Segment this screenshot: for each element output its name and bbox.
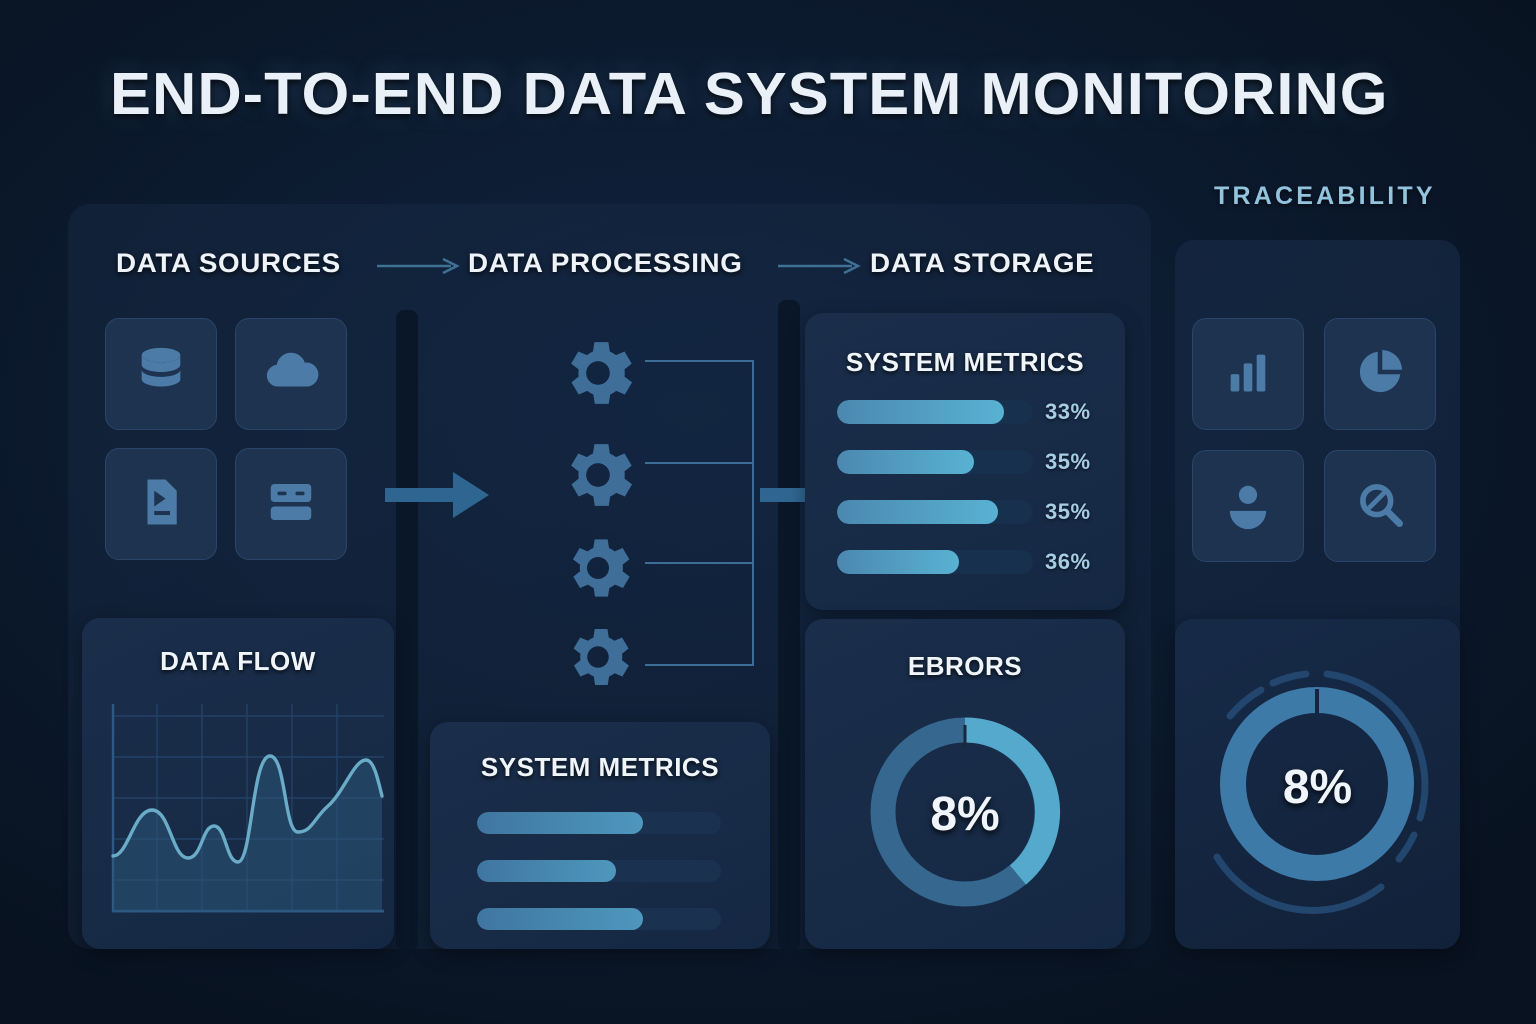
traceability-icon-grid [1192,318,1442,562]
system-metrics-plain-bar-list [477,812,721,956]
pipeline-arrow-into-processing [385,472,489,518]
system-metrics-bar-list: 33% 35% 35% 36% [837,399,1099,599]
system-metrics-card-top: SYSTEM METRICS 33% 35% 35% [805,313,1125,610]
file-document-icon [134,475,188,534]
data-flow-title: DATA FLOW [160,646,316,676]
server-rack-icon [264,475,318,534]
data-source-tile-server[interactable] [235,448,347,560]
errors-card: EBRORS 8% [805,619,1125,949]
metric-bar-fill [837,550,959,574]
traceability-gauge-center-value: 8% [1282,761,1353,814]
data-source-tile-database[interactable] [105,318,217,430]
bar-chart-icon [1222,346,1274,403]
data-sources-icon-grid [105,318,351,560]
metric-bar-track [477,812,721,834]
system-metrics-title: SYSTEM METRICS [845,347,1085,377]
errors-title: EBRORS [907,651,1023,681]
data-flow-line-chart [111,704,384,913]
metric-row [477,908,721,930]
metric-bar-fill [837,500,998,524]
traceability-tile-search[interactable] [1324,450,1436,562]
errors-center-value: 8% [930,788,1000,841]
gear-icon [571,444,633,506]
traceability-gauge-wrap: 8% [1175,643,1460,930]
system-metrics-card-bottom: SYSTEM METRICS [430,722,770,949]
metric-bar-track [477,860,721,882]
metric-row: 35% [837,449,1099,475]
data-source-tile-cloud[interactable] [235,318,347,430]
metric-row: 33% [837,399,1099,425]
metric-bar-track [837,450,1033,474]
metric-bar-fill [477,860,617,882]
metric-row: 35% [837,499,1099,525]
data-flow-card: DATA FLOW [82,618,394,949]
metric-bar-track [837,500,1033,524]
metric-bar-fill [837,450,975,474]
stage-heading-data-sources: DATA SOURCES [116,248,341,278]
metric-row [477,812,721,834]
errors-donut-chart [870,717,1060,907]
flow-arrow-processing-to-storage [778,257,861,275]
system-metrics-title: SYSTEM METRICS [480,752,720,782]
column-divider-left [396,310,418,950]
processing-gears-group [555,330,645,690]
traceability-tile-pie-chart[interactable] [1324,318,1436,430]
pie-chart-icon [1353,345,1407,404]
gear-icon [571,342,633,404]
metric-bar-track [837,400,1033,424]
metric-bar-track [837,550,1033,574]
gear-icon [573,539,630,597]
errors-donut-wrap: 8% [805,703,1125,926]
stage-heading-data-storage: DATA STORAGE [870,248,1095,278]
metric-value: 35% [1045,449,1091,474]
traceability-gauge-chart [1213,670,1429,914]
traceability-gauge-card: 8% [1175,619,1460,949]
metric-bar-fill [477,812,643,834]
search-magnifier-icon [1354,478,1406,535]
metric-row: 36% [837,549,1099,575]
metric-row [477,860,721,882]
column-divider-right [778,300,800,950]
gear-icon [573,629,629,685]
user-icon [1222,478,1274,535]
database-icon [132,343,190,406]
metric-value: 33% [1045,399,1091,424]
cloud-icon [262,343,320,406]
metric-value: 36% [1045,549,1091,574]
metric-value: 35% [1045,499,1091,524]
flow-arrow-sources-to-processing [377,257,460,275]
metric-bar-fill [477,908,643,930]
metric-bar-track [477,908,721,930]
traceability-tile-bar-chart[interactable] [1192,318,1304,430]
stage-heading-data-processing: DATA PROCESSING [468,248,743,278]
traceability-section-label: TRACEABILITY [1214,182,1436,210]
page-title: END-TO-END DATA SYSTEM MONITORING [110,61,1389,127]
data-source-tile-file[interactable] [105,448,217,560]
traceability-tile-user[interactable] [1192,450,1304,562]
gear-connector-lines [645,360,754,666]
metric-bar-fill [837,400,1004,424]
